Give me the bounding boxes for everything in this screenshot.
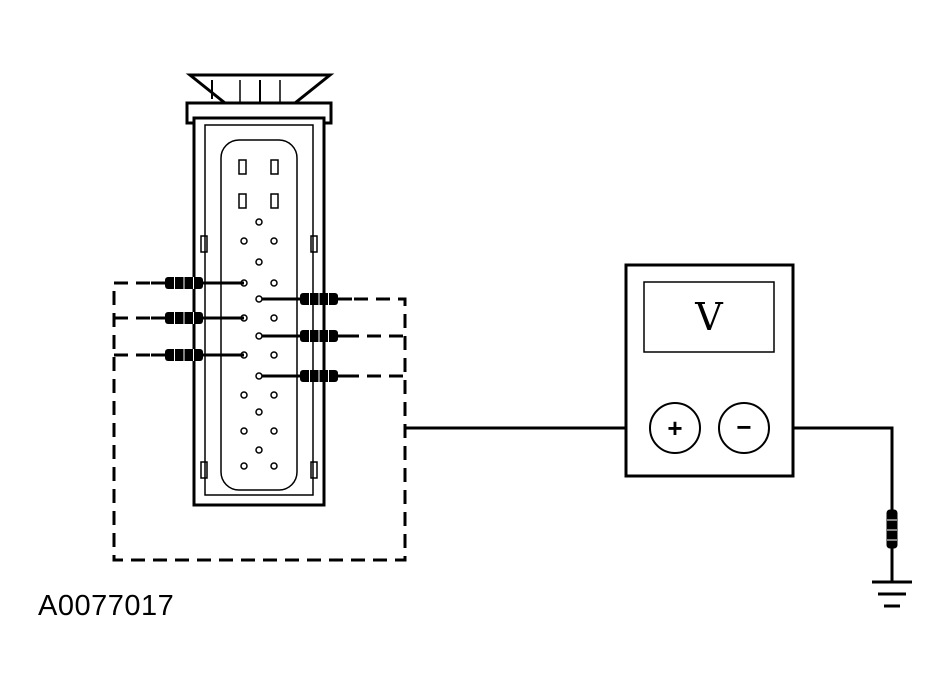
- pin-hole: [240, 237, 248, 245]
- probe-icon: [300, 370, 352, 382]
- connector-icon: [185, 73, 335, 507]
- probe-icon: [151, 312, 203, 324]
- pin-hole: [240, 427, 248, 435]
- pin-hole: [240, 462, 248, 470]
- probe-icon: [300, 293, 352, 305]
- probe-icon: [151, 277, 203, 289]
- pin-hole: [255, 295, 263, 303]
- pin-hole: [255, 218, 263, 226]
- pin-hole: [255, 446, 263, 454]
- meter-display: V: [694, 295, 723, 339]
- pin-hole: [270, 462, 278, 470]
- meter-positive-terminal: [649, 402, 701, 454]
- probe-icon: [151, 349, 203, 361]
- meter-leads: [405, 426, 894, 582]
- pin-hole: [270, 237, 278, 245]
- voltmeter-icon: V + −: [624, 263, 795, 478]
- pin-hole: [255, 372, 263, 380]
- pin-hole: [270, 279, 278, 287]
- pin-hole: [270, 427, 278, 435]
- figure-id: A0077017: [38, 590, 175, 622]
- meter-negative-label: −: [736, 412, 751, 442]
- probe-icon: [886, 509, 898, 549]
- meter-negative-terminal: [718, 402, 770, 454]
- pin-hole: [270, 351, 278, 359]
- jumper-harness: [112, 281, 407, 562]
- meter-positive-label: +: [667, 413, 682, 443]
- pin-hole: [255, 332, 263, 340]
- pin-hole: [255, 408, 263, 416]
- connector-pins: [240, 218, 278, 470]
- probe-group: [151, 277, 352, 382]
- probe-icon: [300, 330, 352, 342]
- pin-hole: [240, 391, 248, 399]
- pin-hole: [270, 391, 278, 399]
- ground-icon: [872, 580, 912, 608]
- pin-hole: [270, 314, 278, 322]
- probe-leads: [203, 281, 300, 378]
- pin-hole: [255, 258, 263, 266]
